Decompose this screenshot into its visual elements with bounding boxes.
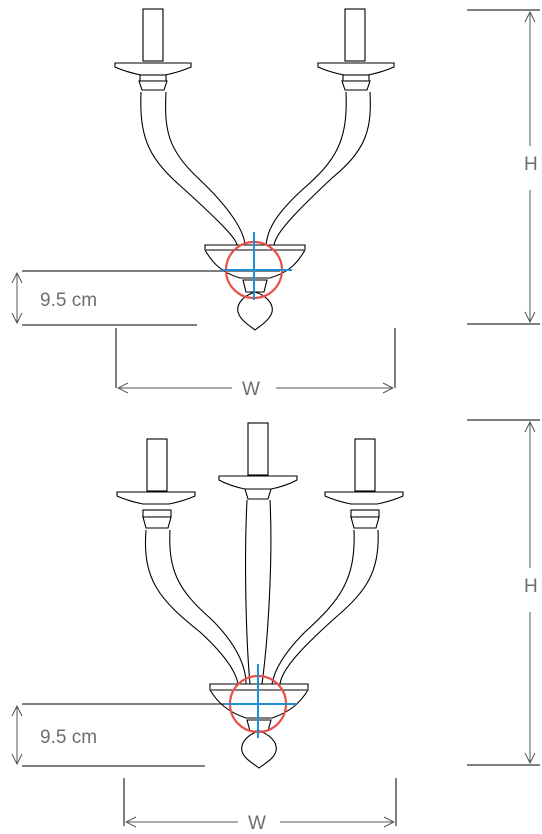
sconce-two-arm: 9.5 cm H W [17, 8, 540, 400]
height-dimension: H [467, 419, 540, 766]
width-dimension: W [115, 328, 396, 400]
mount-point-marker [22, 232, 292, 300]
right-drip-pan [324, 491, 404, 505]
mount-offset-dimension: 9.5 cm [17, 273, 197, 326]
right-candle-holder [324, 438, 404, 529]
width-dimension: W [123, 778, 397, 834]
right-candle [354, 438, 376, 492]
left-candle-holder [116, 438, 196, 529]
right-arm [265, 91, 371, 246]
finial [241, 730, 277, 769]
right-arm [271, 529, 379, 685]
right-socket [341, 80, 371, 91]
left-cup-collar [142, 509, 172, 518]
center-socket [244, 488, 272, 500]
sconce-three-arm: 9.5 cm H W [17, 419, 540, 834]
right-cup-collar [342, 74, 370, 82]
left-socket [142, 516, 172, 529]
center-candle [247, 422, 269, 476]
mount-offset-dimension: 9.5 cm [17, 706, 205, 767]
width-label: W [248, 813, 266, 834]
height-label: H [524, 576, 538, 597]
left-candle [142, 8, 164, 62]
center-drip-pan [218, 475, 298, 490]
height-label: H [524, 154, 538, 175]
right-drip-pan [317, 62, 395, 76]
mount-offset-label: 9.5 cm [40, 290, 97, 311]
center-candle-holder [218, 422, 298, 500]
left-arm [144, 529, 247, 685]
finial [237, 291, 273, 331]
height-dimension: H [467, 9, 540, 325]
right-candle-holder [317, 8, 395, 91]
left-arm [140, 91, 246, 246]
right-cup-collar [350, 509, 380, 518]
right-socket [350, 516, 380, 529]
left-socket [138, 80, 168, 91]
right-candle [344, 8, 366, 62]
left-cup-collar [139, 74, 167, 82]
left-drip-pan [114, 62, 192, 76]
center-arm [245, 499, 272, 685]
left-candle-holder [114, 8, 192, 91]
mount-offset-label: 9.5 cm [40, 727, 97, 748]
width-label: W [242, 379, 260, 400]
mount-point-marker [22, 664, 296, 738]
left-drip-pan [116, 491, 196, 505]
left-candle [146, 438, 168, 492]
